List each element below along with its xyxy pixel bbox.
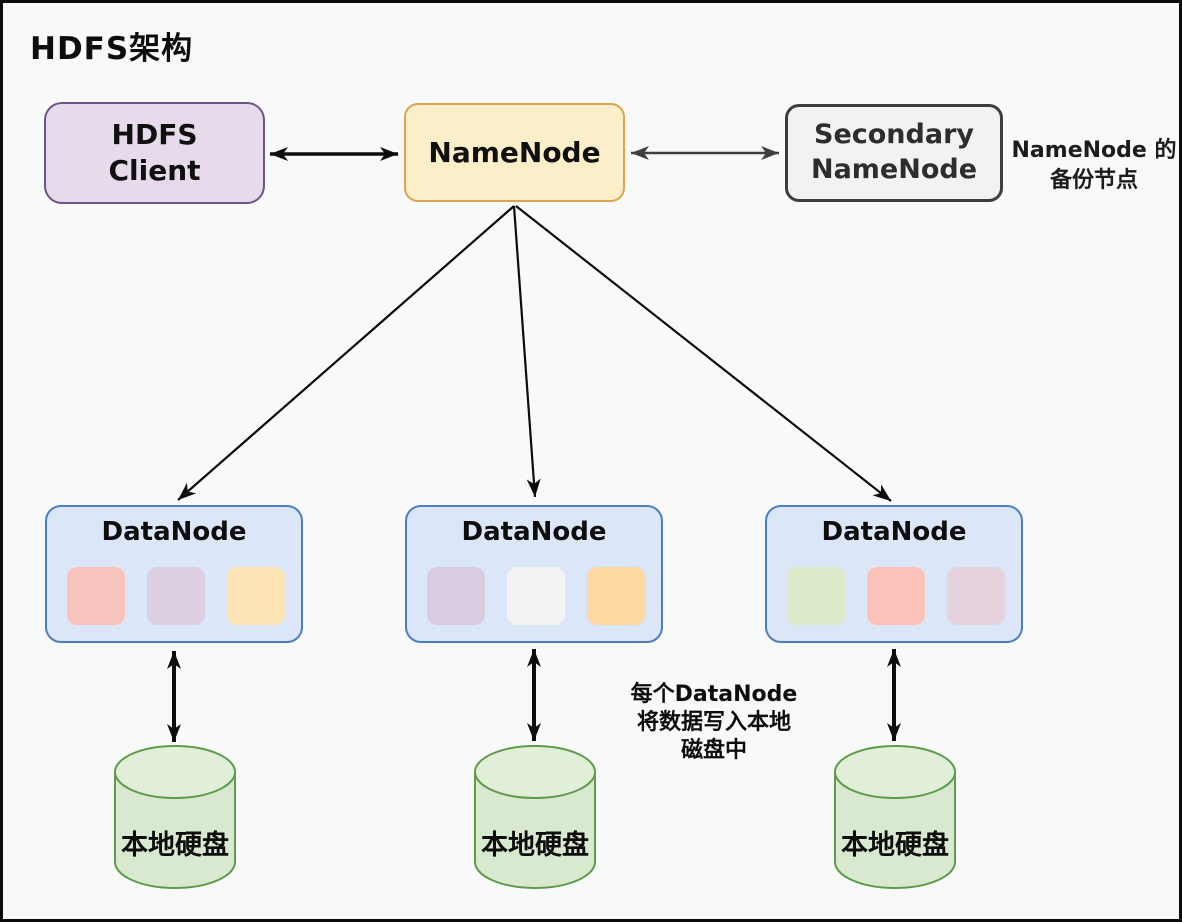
cylinder-top (834, 745, 956, 799)
hdfs-client-label: HDFS Client (108, 118, 201, 187)
secondary-namenode-node: Secondary NameNode (785, 104, 1003, 202)
disk-label-2: 本地硬盘 (481, 830, 589, 861)
datanode-node-2: DataNode (405, 505, 663, 643)
cylinder-top (474, 745, 596, 799)
secondary-namenode-note: NameNode 的 备份节点 (1011, 138, 1177, 193)
datanode-label: DataNode (461, 517, 607, 547)
namenode-node: NameNode (404, 103, 625, 202)
connector-layer (114, 146, 956, 889)
disk-cylinder-3 (834, 745, 956, 889)
arrow-namenode-datanode-2 (512, 205, 541, 498)
storage-block (947, 567, 1005, 625)
storage-block (507, 567, 565, 625)
cylinder-body (114, 772, 236, 889)
arrow-namenode-datanode-1 (177, 205, 515, 501)
diagram-title: HDFS架构 (30, 31, 194, 67)
arrow-namenode-datanode-3 (515, 205, 892, 502)
datanode-disk-note: 每个DataNode 将数据写入本地 磁盘中 (630, 682, 798, 764)
cylinder-body (474, 772, 596, 889)
datanode-node-1: DataNode (45, 505, 303, 643)
datanode-node-3: DataNode (765, 505, 1023, 643)
hdfs-client-node: HDFS Client (44, 102, 265, 204)
disk-cylinder-1 (114, 745, 236, 889)
storage-block (67, 567, 125, 625)
cylinder-body (834, 772, 956, 889)
storage-block (587, 567, 645, 625)
disk-label-1: 本地硬盘 (121, 830, 229, 861)
secondary-namenode-label: Secondary NameNode (810, 119, 978, 185)
namenode-label: NameNode (428, 136, 601, 169)
storage-block (867, 567, 925, 625)
storage-block (227, 567, 285, 625)
disk-cylinder-2 (474, 745, 596, 889)
disk-label-3: 本地硬盘 (841, 830, 949, 861)
storage-block (427, 567, 485, 625)
storage-block (787, 567, 845, 625)
datanode-label: DataNode (101, 517, 247, 547)
storage-block (147, 567, 205, 625)
cylinder-top (114, 745, 236, 799)
datanode-label: DataNode (821, 517, 967, 547)
